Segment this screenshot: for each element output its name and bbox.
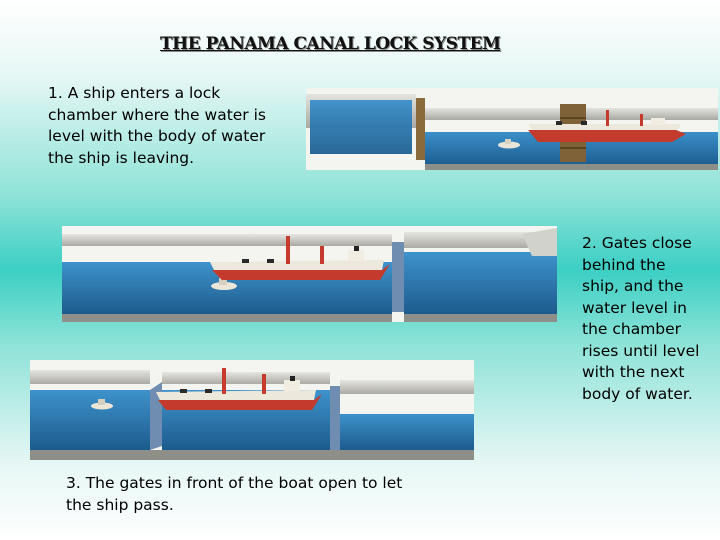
- lock-diagram-step-2: [62, 226, 557, 322]
- lock-diagram-step-1: [306, 88, 718, 170]
- slide-title: THE PANAMA CANAL LOCK SYSTEM: [160, 34, 501, 54]
- lock-diagram-step-3: [30, 360, 474, 460]
- step-2-caption: 2. Gates close behind the ship, and the …: [582, 234, 700, 403]
- step-1-caption: 1. A ship enters a lock chamber where th…: [48, 84, 266, 167]
- step-3-caption: 3. The gates in front of the boat open t…: [66, 474, 403, 514]
